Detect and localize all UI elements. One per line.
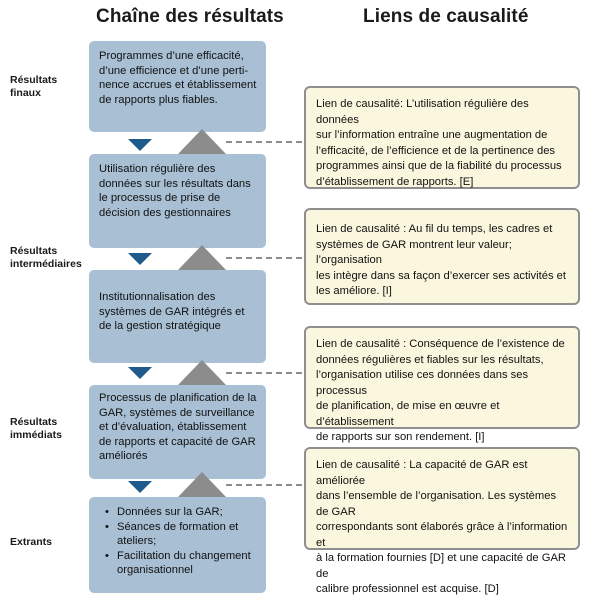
causal-text-line: Lien de causalité: L’utilisation réguliè… [316,98,529,126]
down-arrow-icon [128,253,152,265]
level-label-final-results: Résultats finaux [10,74,90,100]
chain-text-line: Programmes d’une efficacité, [99,50,244,62]
causal-text-line: programmes ainsi que de la fiabilité du … [316,160,562,172]
level-label-line: intermédiaires [10,258,82,270]
chain-text-line: GAR, systèmes de surveillance [99,406,255,419]
chain-box-institutionalization: Institutionnalisation des systèmes de GA… [89,270,266,363]
chain-text-line: Institutionnalisation des [99,291,216,303]
causal-link-box-3: Lien de causalité : Conséquence de l’exi… [304,326,580,443]
chain-text-line: de rapports plus fiables. [99,93,218,106]
causal-text-line: calibre professionnel est acquise. [D] [316,583,499,595]
chain-text-line: Processus de planification de la [99,392,257,404]
outputs-text-line: Facilitation du changement [117,549,251,562]
chain-text-line: améliorés [99,450,148,462]
causal-text-line: les intègre dans sa façon d’exercer ses … [316,269,566,282]
down-arrow-icon [128,139,152,151]
causal-text-line: dans l’ensemble de l’organisation. Les s… [316,490,557,518]
causal-text-line: à la formation fournies [D] et une capac… [316,552,566,580]
chain-box-final-outcome: Programmes d’une efficacité, d’une effic… [89,41,266,132]
level-label-intermediate-results: Résultats intermédiaires [10,245,90,271]
chain-text-line: données sur les résultats dans [99,177,251,190]
causal-text-line: données régulières et fiables sur les ré… [316,353,544,366]
chain-text-line: le processus de prise de [99,192,221,204]
chain-text-line: d’une efficience et d’une perti- [99,64,249,77]
chain-text-line: systèmes de GAR intégrés et [99,305,245,318]
causal-text-line: d’établissement de rapports. [E] [316,175,474,188]
level-label-immediate-results: Résultats immédiats [10,416,90,442]
outputs-list-item: Facilitation du changement organisationn… [105,549,258,578]
causal-text-line: Lien de causalité : Au fil du temps, les… [316,223,553,235]
chain-text-line: et d’évaluation, établissement [99,421,247,433]
causal-text-line: les améliore. [I] [316,285,392,297]
causal-text-line: l’organisation utilise ces données dans … [316,369,529,397]
chain-column-header: Chaîne des résultats [96,6,284,27]
outputs-text-line: Séances de formation et [117,520,239,533]
causal-text-line: Lien de causalité : La capacité de GAR e… [316,459,528,487]
up-arrow-icon [178,360,226,385]
causal-text-line: de planification, de mise en œuvre et d’… [316,400,500,428]
causal-column-header: Liens de causalité [363,6,529,27]
chain-box-outputs: Données sur la GAR; Séances de formation… [89,497,266,593]
chain-box-planning-processes: Processus de planification de la GAR, sy… [89,385,266,479]
causal-text-line: l’efficacité, de l’efficience et de la p… [316,144,556,157]
chain-text-line: nence accrues et établissement [99,79,257,91]
down-arrow-icon [128,481,152,493]
causal-text-line: Lien de causalité : Conséquence de l’exi… [316,338,565,350]
causal-link-box-4: Lien de causalité : La capacité de GAR e… [304,447,580,595]
chain-text-line: de rapports et capacité de GAR [99,435,256,448]
causal-text-line: de rapports sur son rendement. [I] [316,431,485,443]
outputs-list: Données sur la GAR; Séances de formation… [99,505,258,578]
level-label-line: Résultats [10,74,58,86]
level-label-line: Résultats [10,245,58,257]
level-label-line: Résultats [10,416,58,428]
level-label-outputs: Extrants [10,536,90,549]
causal-link-box-2: Lien de causalité : Au fil du temps, les… [304,208,580,305]
outputs-text-line: Données sur la GAR; [117,506,223,518]
level-label-line: finaux [10,87,41,99]
causal-text-line: sur l’information entraîne une augmentat… [316,129,548,141]
level-label-line: immédiats [10,429,62,441]
causal-text-line: systèmes de GAR montrent leur valeur; l’… [316,238,512,267]
chain-text-line: de la gestion stratégique [99,320,221,332]
chain-text-line: Utilisation régulière des [99,163,216,175]
level-label-line: Extrants [10,536,53,548]
up-arrow-icon [178,129,226,154]
causal-link-box-1: Lien de causalité: L’utilisation réguliè… [304,86,580,189]
outputs-list-item: Données sur la GAR; [105,505,258,520]
outputs-text-line: organisationnel [117,564,193,576]
outputs-list-item: Séances de formation et ateliers; [105,520,258,549]
chain-text-line: décision des gestionnaires [99,206,231,219]
causal-text-line: correspondants sont élaborés grâce à l’i… [316,521,568,549]
chain-box-data-use: Utilisation régulière des données sur le… [89,154,266,248]
up-arrow-icon [178,245,226,270]
down-arrow-icon [128,367,152,379]
outputs-text-line: ateliers; [117,535,157,547]
